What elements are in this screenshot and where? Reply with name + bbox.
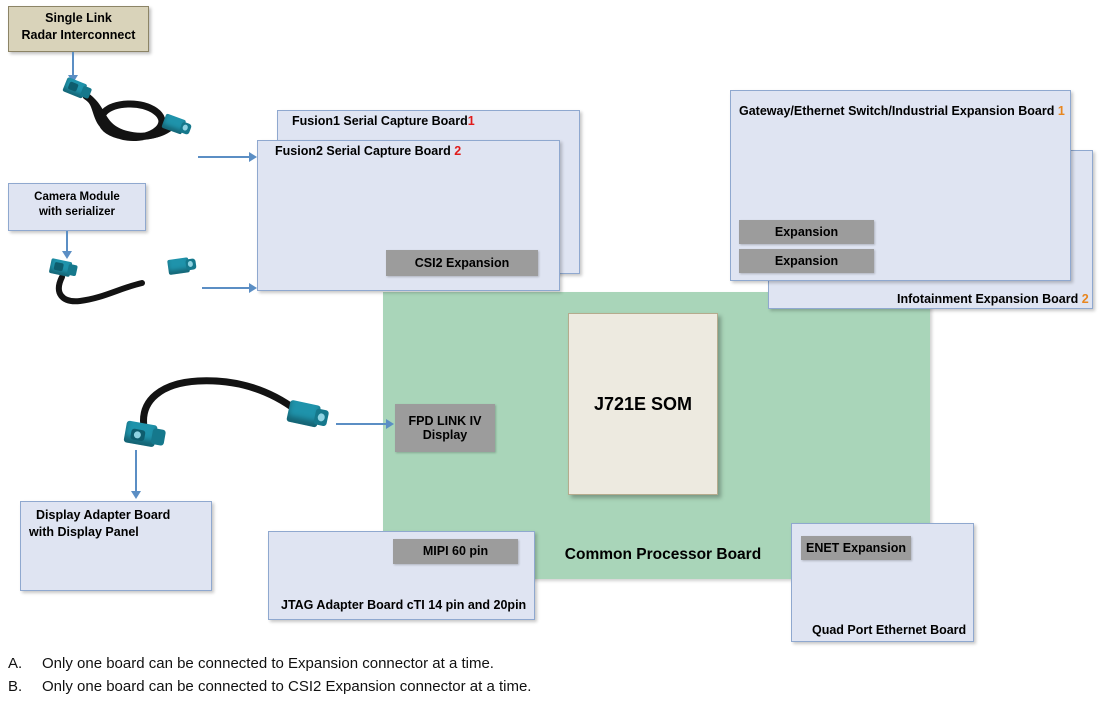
display-adapter-label-line2: with Display Panel [29,525,139,539]
board-quad-port-ethernet-label: Quad Port Ethernet Board [812,623,967,637]
fusion2-label-text: Fusion2 Serial Capture Board [275,144,451,158]
fakra-connector-camera-b [167,253,200,278]
board-display-adapter[interactable] [20,501,212,591]
fakra-connector-radar-a [61,74,97,105]
arrow-display-cable-to-adapter-board [135,450,137,494]
arrow-camera-to-cable-head [62,251,72,259]
board-single-link-radar-interconnect[interactable] [8,6,149,52]
fakra-connector-display-b [285,396,334,434]
fpd-link-line2: Display [422,428,468,442]
note-b-text: Only one board can be connected to CSI2 … [42,678,532,695]
infotainment-label-text: Infotainment Expansion Board [897,292,1079,306]
camera-module-label-line1: Camera Module [34,191,120,203]
board-fusion1-serial-capture-label: Fusion1 Serial Capture Board1 [292,114,475,130]
connector-fpd-link-iv-display[interactable]: FPD LINK IV Display [395,404,495,452]
board-infotainment-expansion-label: Infotainment Expansion Board 2 [897,292,1089,308]
arrow-camera-cable-to-fusion-head [249,283,257,293]
connector-expansion-1[interactable]: Expansion [739,220,874,244]
fakra-connector-radar-b [160,111,195,141]
arrow-camera-to-cable [66,231,68,253]
gateway-marker: 1 [1057,104,1065,118]
radar-interconnect-label-line1: Single Link [45,11,112,25]
note-b-key: B. [8,678,23,695]
note-a-key: A. [8,655,23,672]
note-item: B. Only one board can be connected to CS… [8,678,908,695]
arrow-radar-to-cable [72,52,74,77]
arrow-display-cable-to-adapter-board-head [131,491,141,499]
module-j721e-som-label: J721E SOM [593,394,693,414]
note-a-text: Only one board can be connected to Expan… [42,655,494,672]
arrow-display-cable-to-fpd-link-head [386,419,394,429]
fpd-link-line1: FPD LINK IV [408,413,482,428]
board-jtag-adapter-label: JTAG Adapter Board cTI 14 pin and 20pin [281,598,527,612]
infotainment-marker: 2 [1081,292,1089,306]
connector-expansion-2[interactable]: Expansion [739,249,874,273]
display-adapter-label-line1: Display Adapter Board [36,508,171,522]
connector-csi2-expansion[interactable]: CSI2 Expansion [386,250,538,276]
note-item: A. Only one board can be connected to Ex… [8,655,908,672]
fakra-connector-camera-a [48,255,82,282]
connector-enet-expansion[interactable]: ENET Expansion [801,536,911,560]
radar-interconnect-label-line2: Radar Interconnect [21,28,136,42]
camera-module-label-line2: with serializer [38,206,116,218]
module-j721e-som[interactable] [568,313,718,495]
fusion1-label-text: Fusion1 Serial Capture Board [292,114,468,128]
board-gateway-label: Gateway/Ethernet Switch/Industrial Expan… [739,104,1065,120]
connector-mipi-60-pin[interactable]: MIPI 60 pin [393,539,518,564]
board-camera-module[interactable] [8,183,146,231]
fusion1-marker: 1 [467,114,475,128]
arrow-radar-cable-to-fusion-head [249,152,257,162]
gateway-label-text: Gateway/Ethernet Switch/Industrial Expan… [739,104,1055,118]
board-common-processor-label: Common Processor Board [564,546,762,563]
fakra-connector-display-a [123,416,172,453]
arrow-display-cable-to-fpd-link [336,423,387,425]
footer-notes: A. Only one board can be connected to Ex… [8,655,908,701]
arrow-radar-cable-to-fusion [198,156,250,158]
arrow-camera-cable-to-fusion [202,287,250,289]
board-fusion2-serial-capture-label: Fusion2 Serial Capture Board 2 [275,144,461,160]
fusion2-marker: 2 [454,144,462,158]
